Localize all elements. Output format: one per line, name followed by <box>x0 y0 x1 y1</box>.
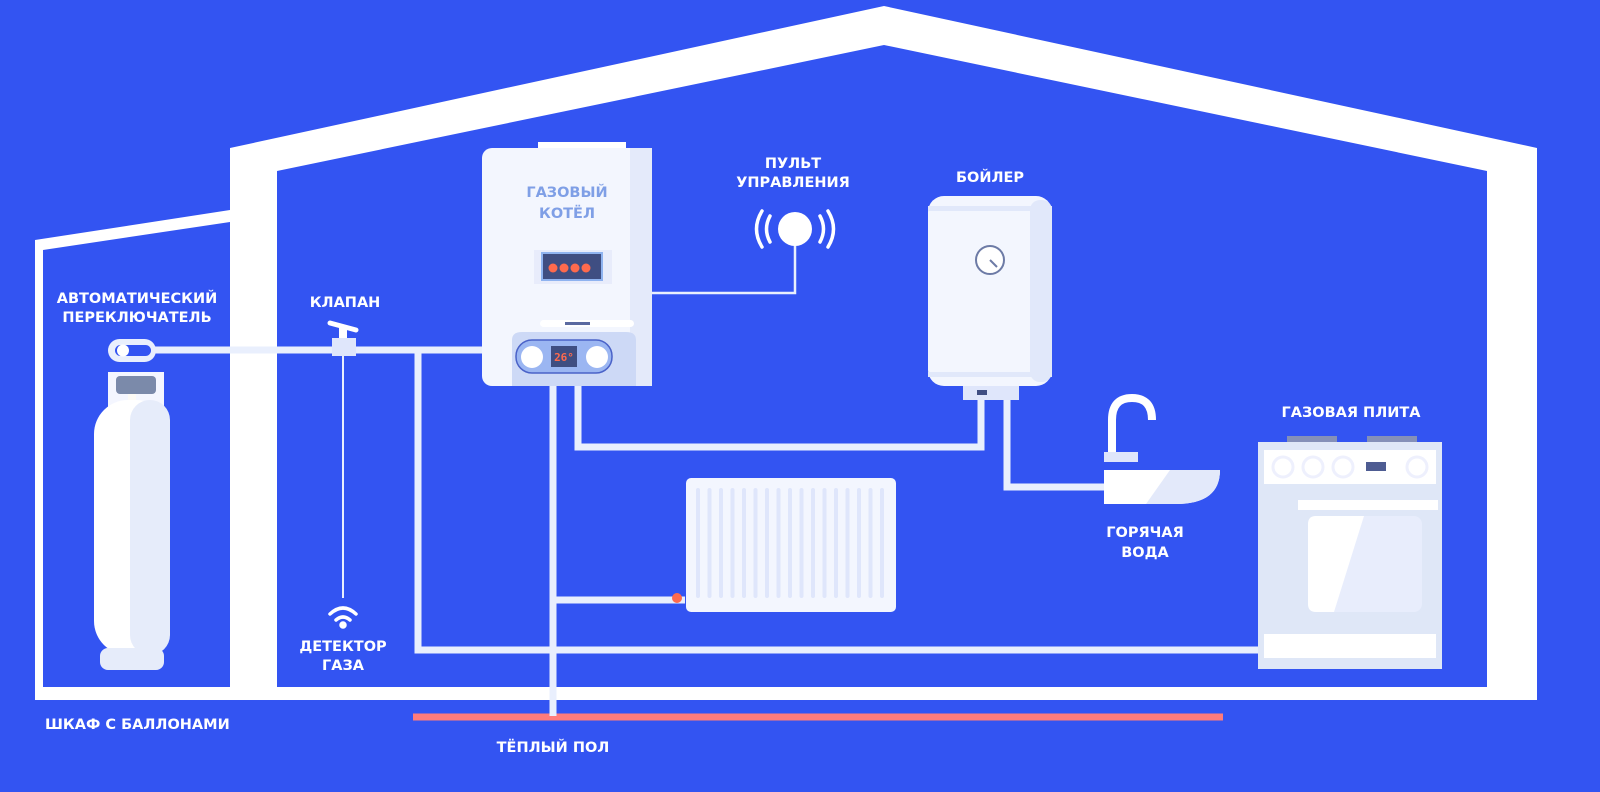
radiator-fin <box>776 488 781 598</box>
label-water-heater: БОЙЛЕР <box>956 169 1024 186</box>
gas-boiler-icon: 26° ГАЗОВЫЙ КОТЁЛ <box>482 142 652 386</box>
radiator-fin <box>719 488 723 598</box>
radiator-icon <box>672 478 896 612</box>
auto-switch-icon <box>108 339 156 362</box>
radiator-fin <box>753 488 758 598</box>
label-auto-switch-1: АВТОМАТИЧЕСКИЙ <box>57 290 218 307</box>
radiator-fin <box>868 488 873 598</box>
radiator-fin <box>822 488 827 598</box>
boiler-title-line2: КОТЁЛ <box>539 205 595 222</box>
radiator-fin <box>799 488 804 598</box>
boiler-temperature-display: 26° <box>554 351 574 364</box>
faucet-sink-icon <box>1104 393 1220 504</box>
label-gas-detector-2: ГАЗА <box>322 658 365 674</box>
water-heater-icon <box>928 196 1052 400</box>
radiator-fin <box>730 488 735 598</box>
label-remote-1: ПУЛЬТ <box>765 156 821 172</box>
radiator-fin <box>707 488 712 598</box>
pipes <box>150 245 1262 716</box>
radiator-fin <box>696 488 700 598</box>
label-hot-water-1: ГОРЯЧАЯ <box>1106 525 1183 541</box>
remote-control-icon <box>754 209 836 249</box>
radiator-fin <box>834 488 838 598</box>
boiler-title-line1: ГАЗОВЫЙ <box>526 184 607 201</box>
label-hot-water-2: ВОДА <box>1121 545 1169 561</box>
label-gas-detector-1: ДЕТЕКТОР <box>299 639 387 655</box>
radiator-fin <box>845 488 850 598</box>
label-remote-2: УПРАВЛЕНИЯ <box>736 175 850 191</box>
radiator-fin <box>765 488 769 598</box>
radiator-fin <box>788 488 792 598</box>
radiator-fin <box>857 488 861 598</box>
gas-cylinder-icon <box>94 372 170 670</box>
gas-stove-icon <box>1258 436 1442 669</box>
radiator-fin <box>811 488 815 598</box>
label-floor-heating: ТЁПЛЫЙ ПОЛ <box>497 739 610 756</box>
labels: АВТОМАТИЧЕСКИЙ ПЕРЕКЛЮЧАТЕЛЬ КЛАПАН ПУЛЬ… <box>45 156 1421 756</box>
radiator-fin <box>742 488 746 598</box>
gas-detector-wifi-icon <box>328 606 358 629</box>
label-stove: ГАЗОВАЯ ПЛИТА <box>1281 405 1421 421</box>
valve-icon <box>327 320 359 356</box>
label-auto-switch-2: ПЕРЕКЛЮЧАТЕЛЬ <box>62 310 211 326</box>
radiator-fin <box>880 488 884 598</box>
label-valve: КЛАПАН <box>310 295 381 311</box>
label-cylinder-cabinet: ШКАФ С БАЛЛОНАМИ <box>45 717 230 733</box>
